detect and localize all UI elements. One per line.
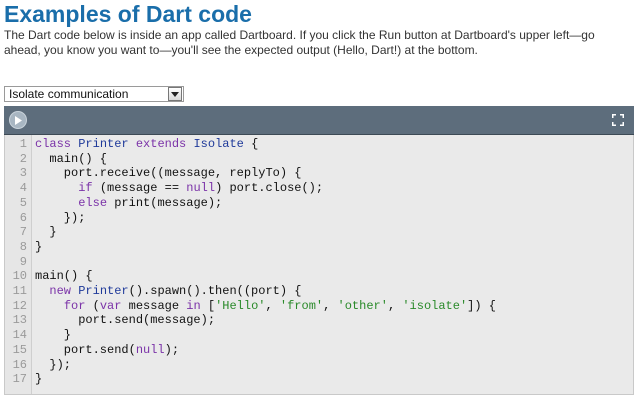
line-number: 14 [12, 328, 27, 343]
code-token: print(message); [107, 195, 223, 210]
line-number: 7 [19, 225, 27, 240]
code-token: , [265, 298, 280, 313]
line-number: 6 [19, 210, 27, 225]
code-line: 1 class Printer extends Isolate { [5, 137, 633, 152]
line-number-gutter [5, 135, 32, 394]
code-token: var [99, 298, 122, 313]
play-icon [15, 115, 22, 125]
line-number: 9 [19, 254, 27, 269]
code-token: (message == [92, 181, 187, 196]
code-token: else [78, 195, 108, 210]
code-token: ) port.close(); [215, 181, 324, 196]
run-button[interactable] [9, 111, 27, 129]
code-line: 3 port.receive((message, replyTo) { [5, 166, 633, 181]
code-token: } [35, 328, 72, 343]
code-token: 'Hello' [215, 298, 266, 313]
code-line: 15 port.send(null); [5, 343, 633, 358]
code-token: ().spawn().then((port) { [128, 284, 302, 298]
code-token: port.send(message); [35, 313, 216, 328]
line-number: 3 [19, 166, 27, 181]
code-token [129, 137, 136, 151]
code-line: 17} [5, 372, 633, 387]
code-token: , [387, 298, 403, 313]
code-token: } [35, 239, 43, 254]
code-token [35, 299, 64, 313]
code-line: 7 } [5, 225, 633, 240]
line-number: 8 [19, 239, 27, 254]
code-token [35, 181, 78, 195]
code-token: 'other' [337, 298, 388, 313]
fullscreen-icon[interactable] [612, 114, 624, 126]
code-line: 8} [5, 240, 633, 255]
line-number: 17 [12, 372, 27, 387]
code-token: , [323, 298, 338, 313]
code-token: } [35, 225, 57, 240]
code-token: message [121, 298, 187, 313]
code-token: }); [35, 210, 86, 225]
code-token: for [63, 298, 86, 313]
code-token: extends [135, 137, 187, 151]
code-line: 4 if (message == null) port.close(); [5, 181, 633, 196]
code-token: Isolate [193, 137, 244, 151]
code-line: 13 port.send(message); [5, 313, 633, 328]
line-number: 1 [19, 137, 27, 151]
code-token: Printer [78, 137, 129, 151]
code-token: }); [35, 357, 72, 372]
line-number: 15 [12, 342, 27, 357]
line-number: 2 [19, 151, 27, 166]
code-line: 16 }); [5, 358, 633, 373]
line-number: 13 [12, 313, 27, 328]
code-token: [ [200, 298, 216, 313]
code-token: main() { [35, 151, 108, 166]
example-select[interactable]: Isolate communication [4, 86, 184, 102]
code-token: ( [85, 298, 100, 313]
code-line: 9 [5, 255, 633, 270]
page-title: Examples of Dart code [4, 1, 252, 27]
code-token: } [35, 372, 43, 387]
code-token [35, 284, 49, 298]
code-token: port.send( [35, 342, 136, 357]
code-token: null [186, 181, 216, 196]
code-editor[interactable]: 1 class Printer extends Isolate {2 main()… [4, 135, 634, 395]
code-token: main() { [35, 269, 93, 284]
line-number: 4 [19, 181, 27, 196]
dartboard-toolbar [4, 106, 634, 135]
code-line: 14 } [5, 328, 633, 343]
code-token: port.receive((message, replyTo) { [35, 166, 302, 181]
intro-paragraph: The Dart code below is inside an app cal… [4, 28, 595, 57]
line-number: 10 [12, 269, 27, 284]
code-line: 2 main() { [5, 152, 633, 167]
code-token: 'from' [279, 298, 324, 313]
code-line: 5 else print(message); [5, 196, 633, 211]
code-token [35, 196, 78, 210]
code-token: ]) { [467, 298, 496, 313]
line-number: 12 [12, 298, 27, 313]
code-token: ); [164, 342, 180, 357]
code-token: { [243, 137, 259, 151]
code-line: 6 }); [5, 211, 633, 226]
line-number: 11 [12, 284, 27, 298]
code-token: class [35, 137, 72, 151]
code-token: new [49, 284, 72, 298]
code-token: Printer [78, 284, 129, 298]
code-token: 'isolate' [402, 298, 468, 313]
code-line: 10 main() { [5, 269, 633, 284]
code-token: if [78, 181, 93, 196]
example-select-value: Isolate communication [9, 87, 129, 101]
line-number: 16 [12, 357, 27, 372]
code-token: in [186, 298, 201, 313]
code-line: 12 for (var message in ['Hello', 'from',… [5, 299, 633, 314]
line-number: 5 [19, 195, 27, 210]
code-line: 11 new Printer().spawn().then((port) { [5, 284, 633, 299]
code-token: null [135, 342, 165, 357]
chevron-down-icon[interactable] [168, 87, 182, 101]
